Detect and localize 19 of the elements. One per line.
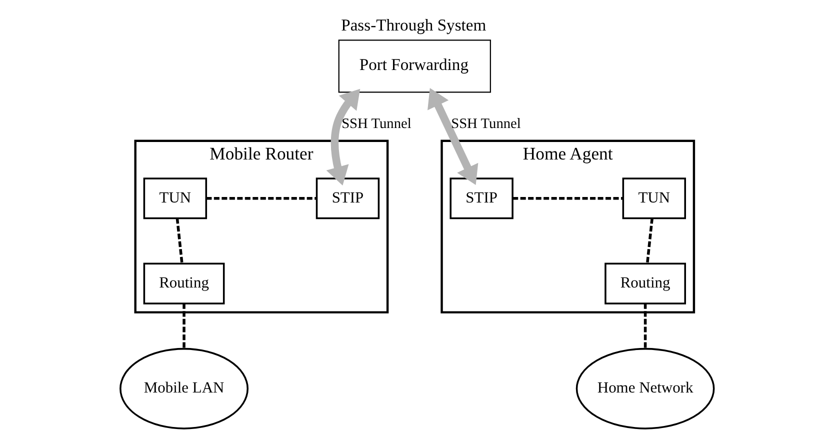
arrow — [326, 88, 360, 186]
connector — [206, 197, 316, 200]
connector — [512, 197, 623, 200]
edge-label: SSH Tunnel — [451, 116, 521, 132]
node-ellipse: Mobile LAN — [120, 348, 249, 430]
connector — [646, 218, 654, 264]
connector — [176, 218, 184, 264]
node-box: Routing — [143, 262, 225, 304]
node-box: Routing — [604, 262, 686, 304]
connector — [182, 304, 186, 349]
node-box: TUN — [622, 178, 686, 220]
node-box: TUN — [143, 178, 208, 220]
arrow — [428, 88, 478, 185]
node-ellipse: Home Network — [576, 348, 715, 430]
node-label: Pass-Through System — [341, 15, 486, 34]
node-box: STIP — [450, 178, 514, 220]
connector — [644, 304, 647, 349]
node-box: STIP — [316, 178, 380, 220]
edge-label: SSH Tunnel — [342, 116, 412, 132]
